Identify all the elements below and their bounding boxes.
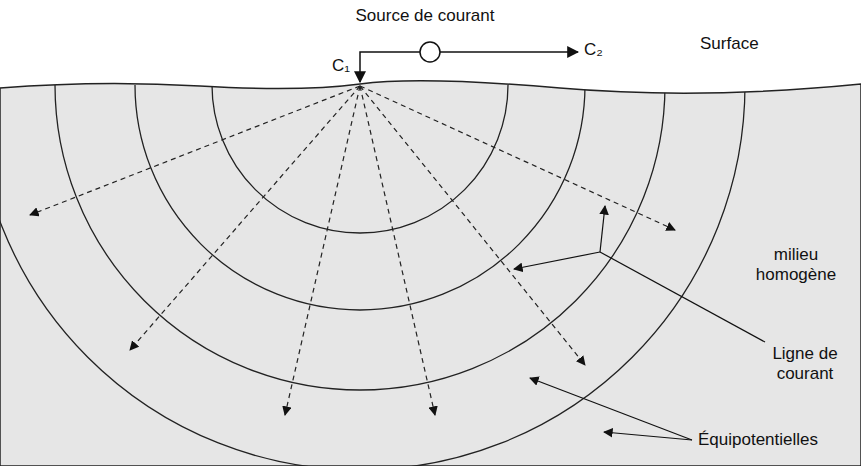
wire [360, 52, 420, 82]
ground-surface [0, 81, 861, 466]
current-line [360, 86, 585, 365]
electrode-label: C₂ [584, 40, 603, 60]
equipotential-arc [0, 85, 745, 466]
leader-line [600, 206, 605, 252]
leader-lines [514, 206, 765, 440]
current-line [130, 86, 360, 350]
current-lines [30, 86, 675, 415]
current-line [285, 86, 360, 415]
equipotential-arc [212, 85, 508, 233]
leader-line [530, 378, 692, 440]
electrode-label: C₁ [332, 56, 350, 76]
leader-line [604, 432, 692, 440]
current-source-circuit [360, 42, 578, 82]
equipotential-arcs [0, 85, 745, 466]
surface-label: Surface [700, 34, 759, 54]
wire [440, 51, 578, 53]
current-line-label: Ligne de courant [760, 344, 850, 385]
current-line [360, 86, 435, 415]
source-label: Source de courant [340, 6, 510, 26]
current-line [360, 86, 675, 230]
leader-line [600, 252, 765, 342]
equipotential-label: Équipotentielles [698, 430, 818, 450]
equipotential-arc [55, 85, 665, 390]
equipotential-arc [135, 85, 585, 310]
leader-line [514, 252, 600, 269]
medium-label: milieu homogène [736, 245, 856, 286]
current-line [30, 86, 360, 215]
current-source-symbol [420, 42, 440, 62]
